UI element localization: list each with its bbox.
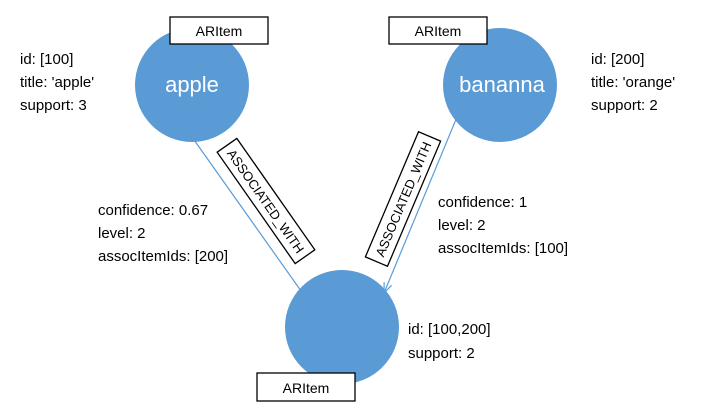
property-line: assocItemIds: [200] (98, 248, 228, 265)
node-apple-label: apple (165, 72, 219, 97)
node-combined-type-tag: ARItem (256, 372, 356, 402)
edge-label-text: ASSOCIATED_WITH (372, 140, 434, 259)
property-line: level: 2 (438, 217, 486, 234)
type-tag-label: ARItem (283, 380, 330, 396)
type-tag-box (256, 372, 356, 402)
property-line: confidence: 0.67 (98, 202, 208, 219)
edge-banana-to-combined-arrow (384, 116, 458, 293)
node-banana-properties: id: [200] title: 'orange' support: 2 (591, 51, 675, 114)
property-line: title: 'orange' (591, 74, 675, 91)
edge-left-properties: confidence: 0.67 level: 2 assocItemIds: … (98, 202, 228, 265)
edge-label-text: ASSOCIATED_WITH (224, 146, 307, 256)
property-line: title: 'apple' (20, 74, 94, 91)
property-line: support: 2 (408, 345, 475, 362)
edge-label-box (216, 137, 316, 265)
property-line: id: [200] (591, 51, 644, 68)
type-tag-box (169, 16, 269, 45)
edge-left-label-tag: ASSOCIATED_WITH (216, 137, 316, 265)
property-line: id: [100] (20, 51, 73, 68)
node-combined-circle (285, 270, 399, 384)
node-banana-circle (443, 28, 557, 142)
node-apple-properties: id: [100] title: 'apple' support: 3 (20, 51, 94, 114)
node-combined-properties: id: [100,200] support: 2 (408, 321, 491, 362)
type-tag-label: ARItem (415, 23, 462, 39)
property-line: confidence: 1 (438, 194, 527, 211)
property-line: support: 2 (591, 97, 658, 114)
node-banana-label: bananna (459, 72, 545, 97)
node-combined[interactable] (285, 270, 399, 384)
property-line: id: [100,200] (408, 321, 491, 338)
edge-apple-to-combined-arrow (191, 136, 306, 298)
type-tag-label: ARItem (196, 23, 243, 39)
edge-label-box (364, 130, 442, 268)
node-apple-type-tag: ARItem (169, 16, 269, 45)
node-apple-circle (135, 28, 249, 142)
node-banana[interactable]: bananna (443, 28, 557, 142)
property-line: assocItemIds: [100] (438, 240, 568, 257)
type-tag-box (388, 16, 488, 45)
property-line: level: 2 (98, 225, 146, 242)
edge-right-properties: confidence: 1 level: 2 assocItemIds: [10… (438, 194, 568, 257)
node-apple[interactable]: apple (135, 28, 249, 142)
node-banana-type-tag: ARItem (388, 16, 488, 45)
property-line: support: 3 (20, 97, 87, 114)
